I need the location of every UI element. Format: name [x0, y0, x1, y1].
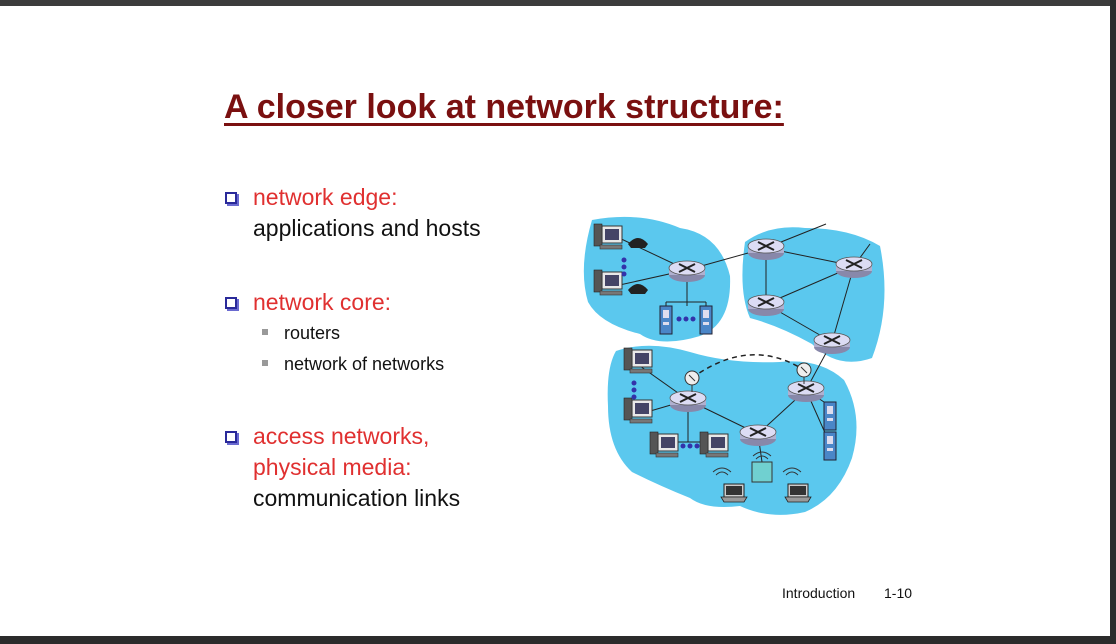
square-bullet-icon	[262, 329, 268, 336]
bullet-network-core: network core:	[225, 287, 391, 318]
sub-item-label: network of networks	[284, 354, 445, 374]
satellite-dish-icon	[684, 370, 700, 392]
desktop-computer-icon	[649, 431, 679, 458]
server-icon	[823, 431, 837, 461]
square-bullet-icon	[262, 360, 268, 367]
footer-section: Introduction	[782, 585, 856, 601]
slide: A closer look at network structure: netw…	[0, 6, 1110, 636]
server-icon	[699, 305, 713, 335]
checkbox-bullet-icon	[225, 431, 237, 443]
desktop-computer-icon	[593, 269, 623, 296]
router-icon	[747, 294, 785, 317]
network-diagram	[583, 216, 885, 515]
bullet-network-edge: network edge: applications and hosts	[225, 182, 481, 244]
checkbox-bullet-icon	[225, 297, 237, 309]
bullet-heading-line2: physical media:	[253, 454, 412, 480]
slide-title: A closer look at network structure:	[224, 88, 784, 126]
ellipsis-dots-icon	[631, 380, 637, 400]
desktop-computer-icon	[699, 431, 729, 458]
laptop-icon	[720, 483, 748, 503]
ellipsis-dots-icon	[676, 316, 696, 322]
desktop-computer-icon	[623, 347, 653, 374]
router-icon	[787, 380, 825, 403]
router-icon	[835, 256, 873, 279]
satellite-dish-icon	[796, 362, 812, 384]
bullet-heading-line1: access networks,	[253, 423, 430, 449]
bullet-access-networks: access networks, physical media: communi…	[225, 421, 460, 514]
laptop-icon	[784, 483, 812, 503]
ellipsis-dots-icon	[680, 443, 700, 449]
bullet-detail: communication links	[253, 485, 461, 511]
window-border-right	[1110, 0, 1116, 644]
sub-item-routers: routers	[262, 323, 340, 344]
router-icon	[813, 332, 851, 355]
sub-item-label: routers	[284, 323, 341, 343]
sub-item-network-of-networks: network of networks	[262, 354, 444, 375]
router-icon	[668, 260, 706, 283]
footer-page-number: 1-10	[884, 585, 913, 601]
bullet-heading: network core:	[253, 289, 392, 315]
server-icon	[823, 401, 837, 431]
desktop-computer-icon	[623, 397, 653, 424]
bullet-detail: applications and hosts	[253, 215, 481, 241]
server-icon	[659, 305, 673, 335]
ellipsis-dots-icon	[621, 257, 627, 277]
window-border-bottom	[0, 636, 1116, 644]
checkbox-bullet-icon	[225, 192, 237, 204]
wireless-access-point-icon	[751, 461, 773, 483]
desktop-computer-icon	[593, 223, 623, 250]
router-icon	[669, 390, 707, 413]
bullet-heading: network edge:	[253, 184, 398, 210]
router-icon	[747, 238, 785, 261]
router-icon	[739, 424, 777, 447]
